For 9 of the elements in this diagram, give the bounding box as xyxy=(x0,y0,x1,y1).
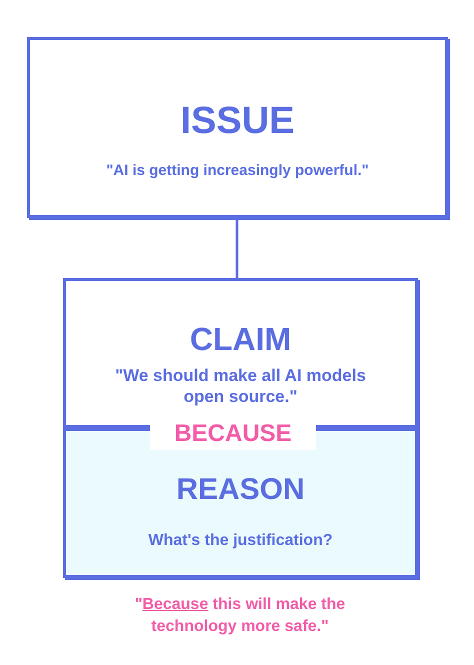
box-heading: ISSUE xyxy=(180,102,295,140)
text-box xyxy=(27,37,448,218)
connector-line xyxy=(236,218,238,278)
box-text: What's the justification? xyxy=(147,531,334,551)
box-heading: CLAIM xyxy=(190,323,292,355)
box-text: "AI is getting increasingly powerful." xyxy=(105,162,370,181)
box-heading: REASON xyxy=(176,475,305,505)
box-text: "We should make all AI models open source." xyxy=(114,365,367,408)
example-quote: "Because this will make the technology more safe." xyxy=(134,595,346,637)
